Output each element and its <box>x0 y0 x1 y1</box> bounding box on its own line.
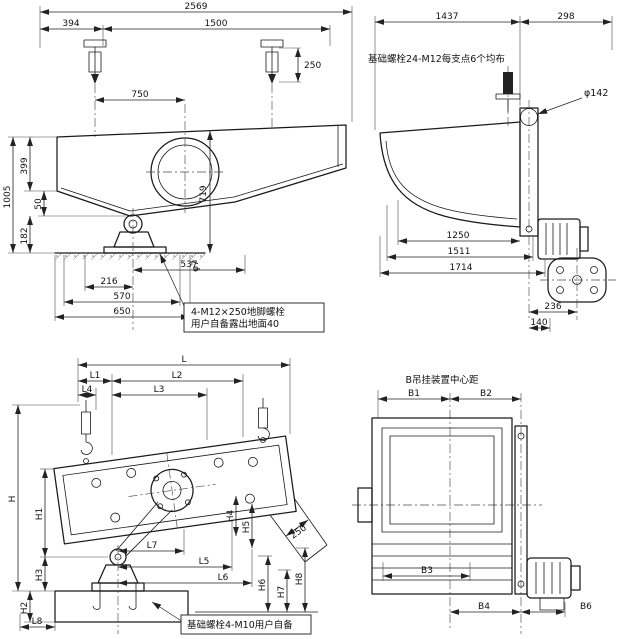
dim-H4: H4 <box>226 509 236 522</box>
dim-H1: H1 <box>35 508 45 521</box>
dim-H6: H6 <box>258 578 268 591</box>
dim-L8: L8 <box>32 617 43 627</box>
side-view: 2569 394 1500 250 750 <box>3 2 353 333</box>
hanger-spacing-view: B吊挂装置中心距 B1 B2 B3 <box>352 374 592 634</box>
arrow-down-icon <box>91 74 99 84</box>
foundation-bolt-symbol <box>495 66 521 128</box>
mounting-bracket <box>540 248 616 320</box>
dim-H8: H8 <box>295 572 305 585</box>
discharge-chute <box>269 497 328 563</box>
dim-140: 140 <box>530 318 547 328</box>
hanger-view-title: B吊挂装置中心距 <box>405 374 479 386</box>
dim-phi142: φ142 <box>584 88 608 99</box>
dim-2569: 2569 <box>185 2 208 12</box>
side-lug <box>357 487 373 523</box>
dim-phi7: φ7 <box>191 260 201 272</box>
dim-1437: 1437 <box>436 12 459 22</box>
drive-plate <box>514 425 528 595</box>
dim-719: 719 <box>199 185 209 202</box>
isolator-hanger-right <box>260 39 284 127</box>
dim-216: 216 <box>100 277 117 287</box>
dim-L2: L2 <box>172 371 183 381</box>
dim-298: 298 <box>557 12 574 22</box>
dim-570: 570 <box>113 292 130 302</box>
dim-L4: L4 <box>82 385 93 395</box>
boss-phi142-circle <box>520 108 538 126</box>
dim-L1: L1 <box>90 371 101 381</box>
dim-250-hanger: 250 <box>304 61 321 71</box>
dim-399: 399 <box>20 157 30 174</box>
dim-H7: H7 <box>277 586 287 599</box>
dim-B6: B6 <box>580 602 592 612</box>
dim-650: 650 <box>113 307 130 317</box>
foundation-block <box>54 590 189 623</box>
anchor-bolt-note-line1: 4-M12×250地脚螺栓 <box>191 306 285 318</box>
dim-1500: 1500 <box>205 19 228 29</box>
dim-L: L <box>181 355 186 365</box>
dim-1005: 1005 <box>3 186 13 209</box>
dim-750: 750 <box>131 90 148 100</box>
dim-H: H <box>8 496 18 503</box>
dim-L7: L7 <box>147 541 158 551</box>
dim-L3: L3 <box>154 385 165 395</box>
dim-1714: 1714 <box>450 263 473 273</box>
dim-H2: H2 <box>20 602 30 615</box>
anchor-bolt-note-line2: 用户自备露出地面40 <box>191 318 279 330</box>
dim-B1: B1 <box>408 389 420 399</box>
dim-L5: L5 <box>199 557 210 567</box>
dim-B2: B2 <box>480 389 492 399</box>
foundation-bolt-note: 基础螺栓24-M12每支点6个均布 <box>368 53 505 65</box>
vibration-motor <box>537 218 589 260</box>
dim-1250: 1250 <box>447 231 470 241</box>
foundation-bolt-note: 基础螺栓4-M10用户自备 <box>187 619 293 631</box>
anchor-bolt-note-box <box>183 302 325 333</box>
dim-182: 182 <box>20 227 30 244</box>
installation-side-view: L L1 L2 L4 L3 <box>8 355 328 635</box>
dim-B4: B4 <box>478 602 490 612</box>
dim-537: 537 <box>180 260 197 270</box>
dim-B3: B3 <box>421 566 433 576</box>
isolator-hanger-left <box>83 39 107 137</box>
dim-1511: 1511 <box>448 247 471 257</box>
foundation-bolt-note-box <box>180 614 312 635</box>
hook-icon <box>80 441 93 455</box>
arrow-down-icon <box>268 74 276 84</box>
dim-H3: H3 <box>35 569 45 582</box>
dim-236: 236 <box>544 302 561 312</box>
dim-50: 50 <box>34 198 44 210</box>
dim-H5: H5 <box>242 521 252 534</box>
dim-394: 394 <box>62 19 79 29</box>
feeder-end-outline <box>379 121 521 228</box>
dim-L6: L6 <box>218 573 229 583</box>
spring-hanger-left <box>80 400 93 464</box>
end-view: 1437 298 基础螺栓24-M12每支点6个均布 φ142 <box>368 12 616 332</box>
feeder-trough <box>53 435 297 545</box>
